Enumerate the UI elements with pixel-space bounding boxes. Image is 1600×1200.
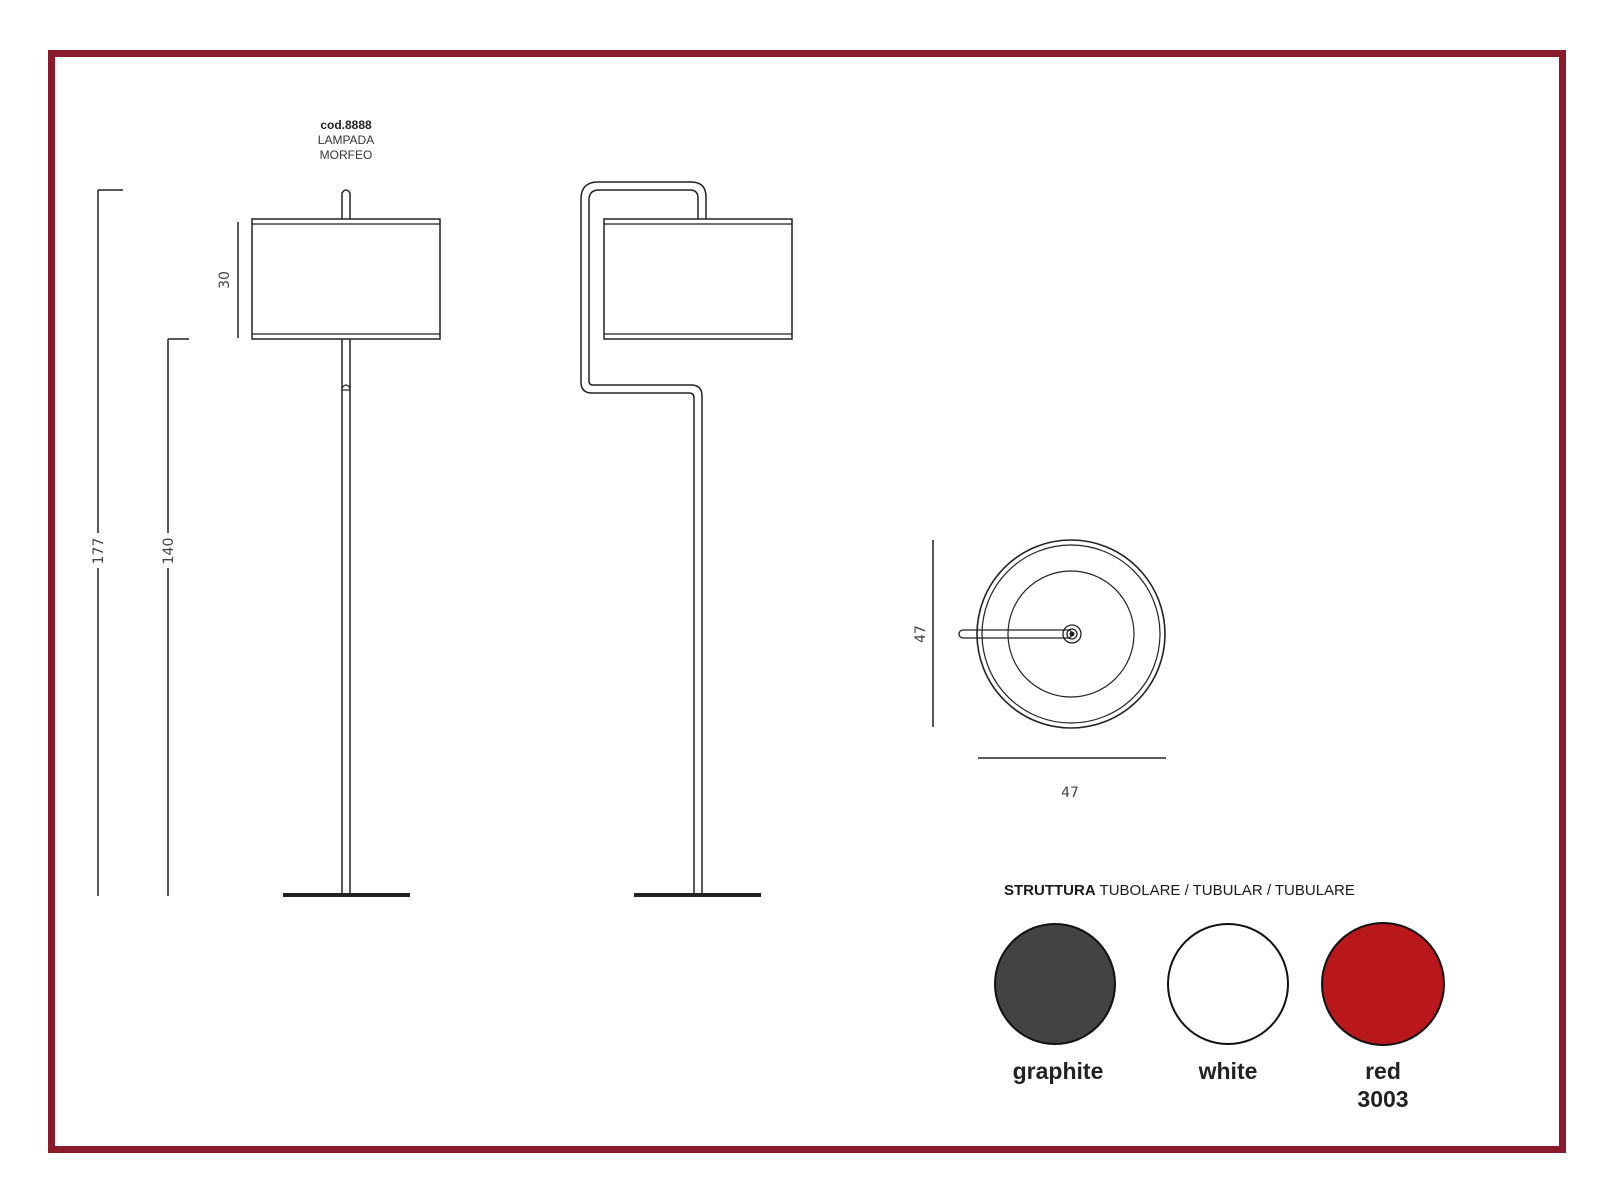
lamp-front-view: [251, 189, 441, 897]
swatch-white: white: [1167, 923, 1289, 1084]
swatch-red-code: 3003: [1357, 1086, 1408, 1112]
dimension-base-depth: 47: [913, 540, 934, 727]
product-name: MORFEO: [320, 148, 373, 162]
dimension-pole-height: 140: [161, 338, 189, 896]
finish-caption-bold: STRUTTURA: [1004, 882, 1096, 899]
dimension-total-height: 177: [91, 189, 123, 896]
swatch-graphite-label: graphite: [1013, 1058, 1104, 1084]
drawing-frame: [48, 50, 1566, 1153]
swatch-red: red 3003: [1321, 922, 1445, 1112]
side-base: [634, 893, 761, 897]
swatch-graphite: graphite: [994, 923, 1116, 1084]
finish-caption: STRUTTURA TUBOLARE / TUBULAR / TUBULARE: [1004, 882, 1355, 899]
swatch-red-circle: [1321, 922, 1445, 1046]
dimension-pole-height-label: 140: [161, 538, 177, 565]
dimension-base-depth-label: 47: [913, 625, 929, 643]
product-code: cod.8888: [320, 118, 372, 132]
swatch-graphite-circle: [994, 923, 1116, 1045]
front-base: [283, 893, 410, 897]
dimension-shade-height-label: 30: [217, 271, 233, 289]
finish-caption-rest: TUBOLARE / TUBULAR / TUBULARE: [1096, 882, 1355, 899]
product-title: cod.8888 LAMPADA MORFEO: [318, 118, 374, 162]
dimension-base-width-label: 47: [1061, 785, 1079, 801]
swatch-white-label: white: [1198, 1058, 1258, 1084]
product-type: LAMPADA: [318, 133, 374, 147]
dimension-total-height-label: 177: [91, 538, 107, 565]
lamp-top-view: [958, 539, 1166, 729]
lamp-side-view: [580, 181, 793, 897]
swatch-red-label: red: [1365, 1058, 1401, 1084]
dimension-shade-height: 30: [217, 222, 239, 338]
swatch-white-circle: [1167, 923, 1289, 1045]
dimension-base-width: 47: [978, 757, 1166, 801]
